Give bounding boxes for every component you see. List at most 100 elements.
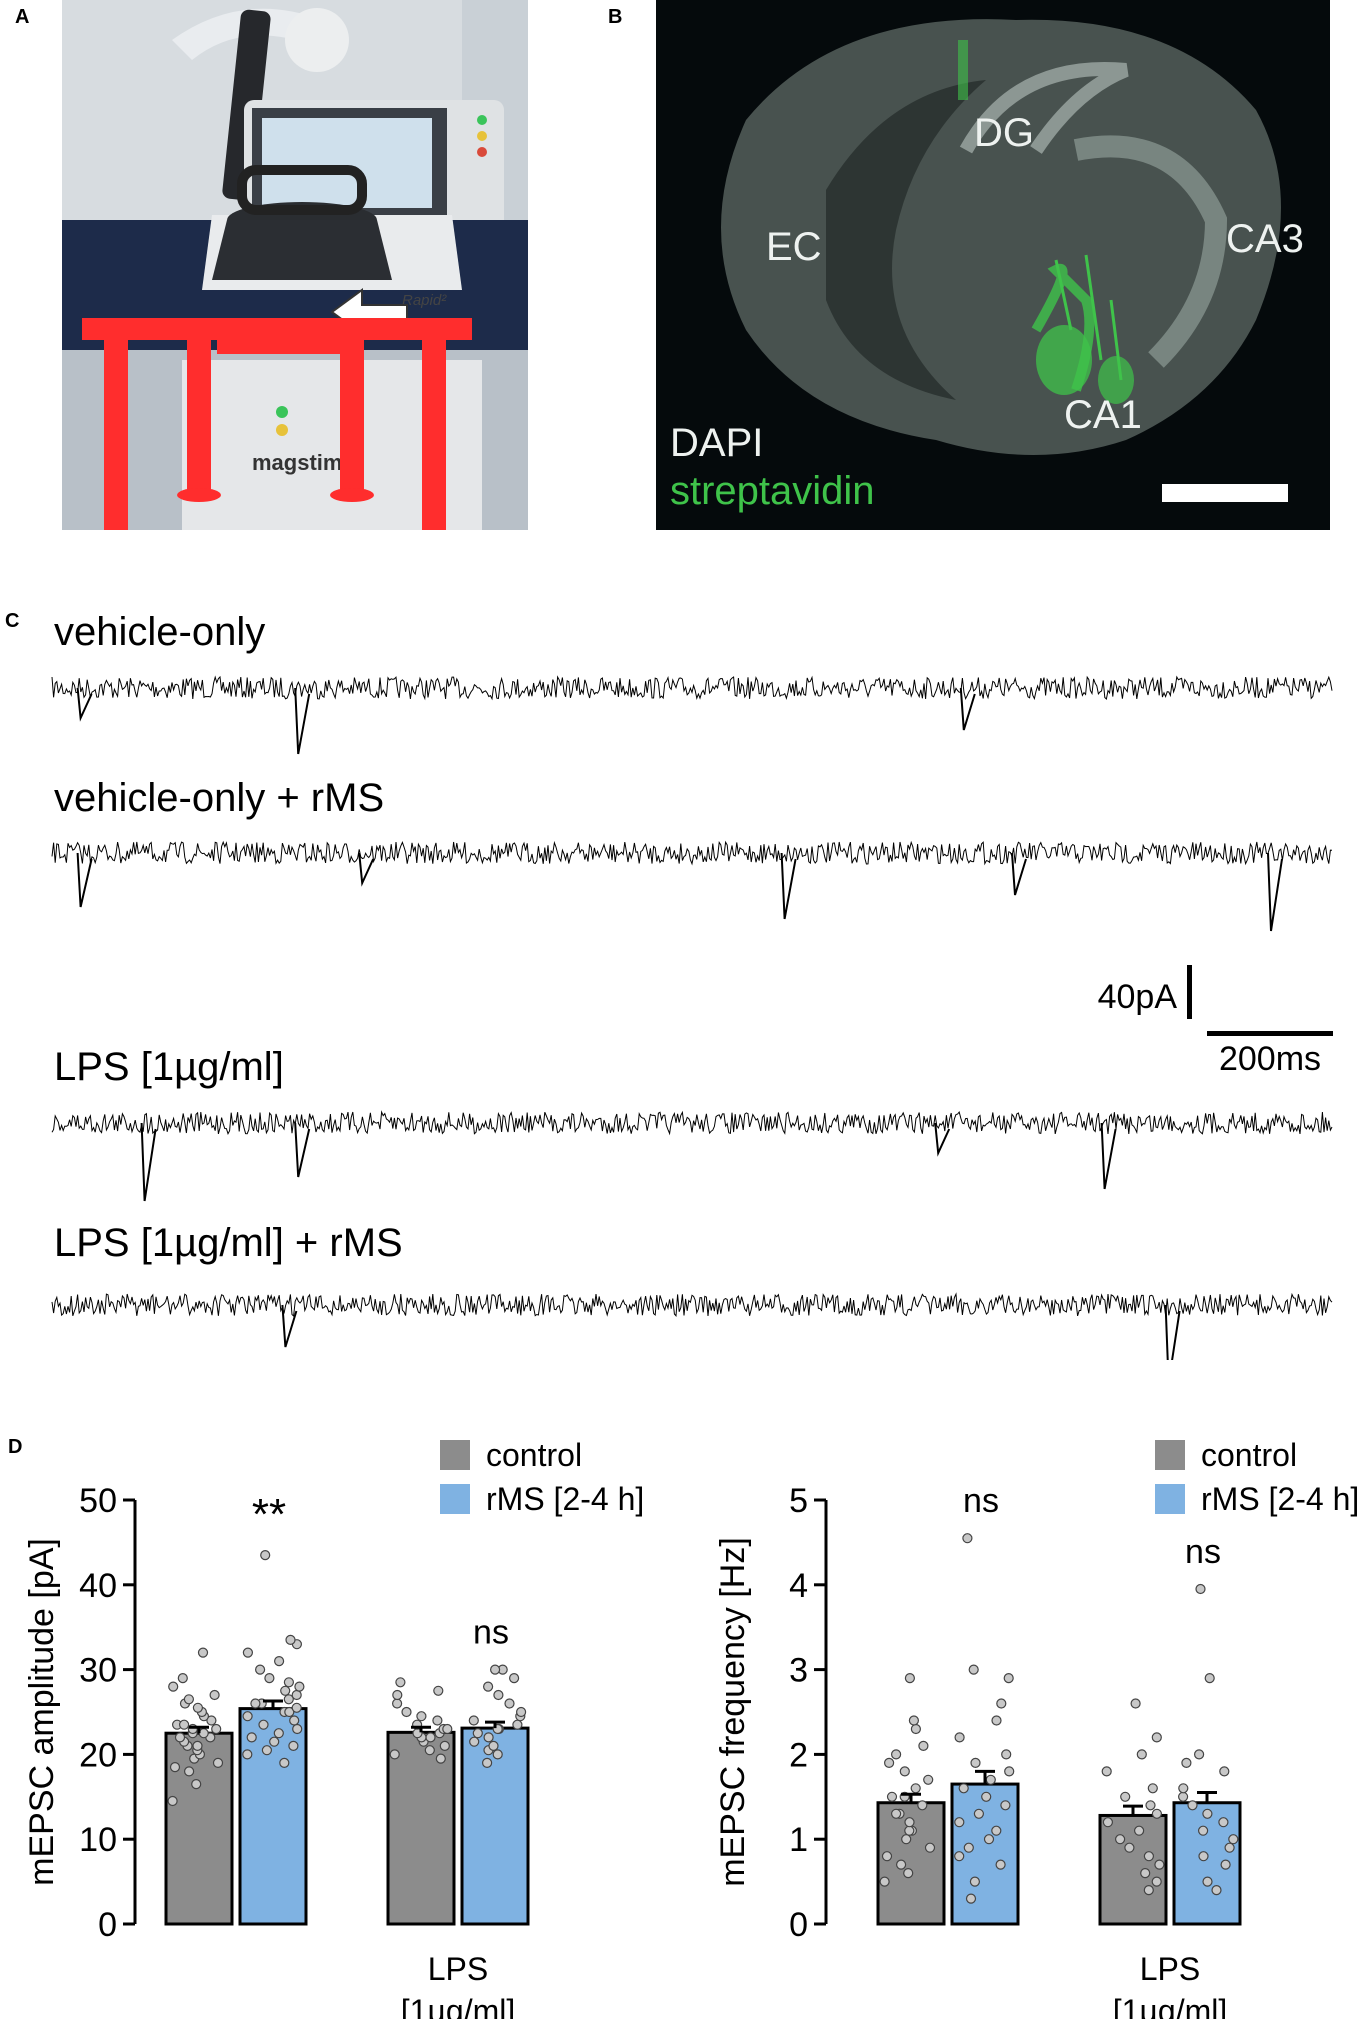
data-point [209, 1689, 220, 1701]
trace-event [780, 852, 797, 920]
data-point [891, 1808, 902, 1819]
data-point [886, 1791, 898, 1802]
data-point [1178, 1783, 1189, 1794]
data-point [962, 1533, 973, 1544]
data-point [1154, 1859, 1165, 1870]
data-point [167, 1795, 178, 1807]
y-tick-label: 1 [789, 1821, 808, 1859]
data-point [269, 1736, 280, 1747]
data-point [472, 1728, 483, 1739]
data-point [1202, 1808, 1213, 1819]
trace-event [1011, 852, 1027, 896]
data-point [910, 1783, 921, 1794]
data-point [1181, 1757, 1192, 1768]
data-point [1151, 1732, 1162, 1743]
data-point [899, 1766, 910, 1777]
data-point [1136, 1749, 1147, 1760]
data-point [291, 1702, 302, 1713]
data-point [996, 1698, 1007, 1709]
trace-line [51, 1110, 1333, 1136]
data-point [981, 1791, 992, 1802]
data-point [283, 1677, 294, 1688]
data-point [212, 1757, 224, 1768]
y-tick-label: 40 [79, 1567, 117, 1605]
data-point [1224, 1842, 1235, 1853]
data-point [1195, 1583, 1206, 1595]
data-point [291, 1689, 302, 1701]
data-point [904, 1825, 915, 1836]
data-point [985, 1774, 996, 1785]
data-point [285, 1634, 296, 1645]
trace-line [51, 840, 1333, 866]
data-point [968, 1664, 979, 1675]
data-point [1115, 1834, 1126, 1845]
data-point [255, 1664, 266, 1675]
data-point [284, 1706, 295, 1718]
data-point [910, 1723, 921, 1735]
bar [386, 1730, 456, 1926]
micrograph-scale-bar [1162, 484, 1288, 502]
data-point [965, 1893, 977, 1904]
data-point [1204, 1673, 1215, 1684]
panel-letter-a: A [15, 6, 30, 28]
data-point [273, 1728, 284, 1739]
data-point [1000, 1800, 1011, 1811]
data-point [904, 1817, 915, 1828]
y-tick-label: 0 [789, 1906, 808, 1944]
data-point [433, 1685, 444, 1696]
data-point [261, 1745, 272, 1756]
y-tick-label: 10 [79, 1821, 117, 1859]
data-point [508, 1673, 520, 1684]
data-point [1134, 1825, 1145, 1836]
data-point [515, 1706, 527, 1718]
data-point [1143, 1851, 1154, 1862]
data-point [1198, 1851, 1209, 1862]
data-point [425, 1732, 436, 1743]
data-point [258, 1719, 269, 1730]
data-point [179, 1719, 190, 1730]
bar [1098, 1813, 1168, 1926]
data-point [973, 1808, 984, 1819]
data-point [903, 1868, 914, 1879]
data-point [1194, 1749, 1205, 1760]
trace-event [281, 1304, 298, 1348]
scalebar-vertical [1187, 965, 1192, 1019]
data-point [991, 1715, 1002, 1726]
data-point [242, 1711, 253, 1722]
data-point [392, 1689, 403, 1701]
trace-label-vehicle-rms: vehicle-only + rMS [54, 776, 384, 820]
significance-label: ** [252, 1490, 286, 1539]
data-point [917, 1800, 928, 1811]
bar [460, 1726, 530, 1926]
data-point [1143, 1885, 1154, 1896]
data-point [289, 1715, 300, 1726]
y-axis-title: mEPSC amplitude [pA] [23, 1538, 61, 1886]
legend-label: control [1201, 1437, 1297, 1473]
stimulation-setup-photo: Rapid² magstim [62, 0, 528, 530]
data-point [891, 1749, 902, 1760]
data-point [260, 1550, 271, 1561]
y-tick-label: 30 [79, 1652, 117, 1690]
legend-swatch [1155, 1440, 1185, 1470]
data-point [504, 1698, 515, 1709]
trace-event [1100, 1122, 1117, 1190]
data-point [169, 1762, 181, 1773]
data-point [294, 1681, 305, 1692]
data-point [1151, 1876, 1162, 1887]
panel-letter-b: B [608, 6, 623, 28]
trace-event [76, 687, 93, 722]
data-point [1145, 1800, 1156, 1811]
data-point [483, 1732, 494, 1743]
data-point [490, 1664, 501, 1675]
data-point [468, 1715, 479, 1726]
legend-label: rMS [2-4 h] [1201, 1481, 1359, 1517]
data-point [995, 1859, 1006, 1870]
data-point [969, 1876, 980, 1887]
data-point [416, 1711, 427, 1722]
y-tick-label: 0 [98, 1906, 117, 1944]
region-label-ec: EC [766, 225, 822, 269]
trace-event [1267, 852, 1283, 932]
data-point [1120, 1791, 1131, 1802]
data-point [211, 1723, 222, 1735]
